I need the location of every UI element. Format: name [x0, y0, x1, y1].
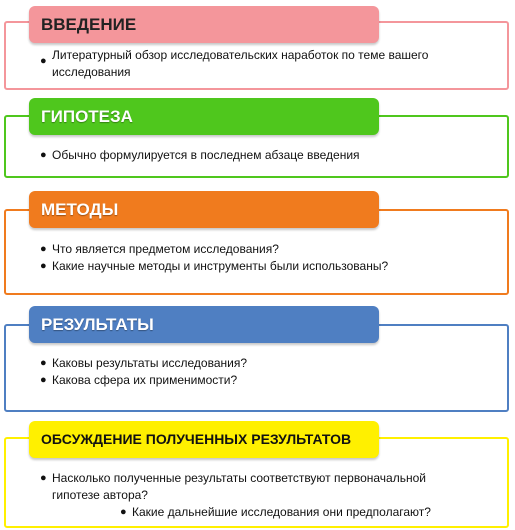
section-discussion-title: ОБСУЖДЕНИЕ ПОЛУЧЕННЫХ РЕЗУЛЬТАТОВ [29, 421, 379, 458]
bullet-icon: ● [40, 260, 47, 272]
section-hypothesis-title: ГИПОТЕЗА [29, 98, 379, 135]
bullet-icon: ● [120, 506, 127, 518]
list-item: ●Обычно формулируется в последнем абзаце… [40, 148, 360, 162]
list-item: ●Что является предметом исследования? [40, 242, 279, 256]
list-item: ●Какие научные методы и инструменты были… [40, 259, 389, 273]
section-introduction-list: ●Литературный обзор исследовательских на… [40, 47, 455, 81]
bullet-icon: ● [40, 243, 47, 255]
bullet-icon: ● [40, 149, 47, 161]
bullet-icon: ● [40, 472, 47, 484]
bullet-icon: ● [40, 357, 47, 369]
section-results-title: РЕЗУЛЬТАТЫ [29, 306, 379, 343]
section-introduction-title: ВВЕДЕНИЕ [29, 6, 379, 43]
list-item: ●Литературный обзор исследовательских на… [40, 48, 429, 79]
section-methods-title: МЕТОДЫ [29, 191, 379, 228]
list-item: ●Какова сфера их применимости? [40, 373, 238, 387]
bullet-icon: ● [40, 374, 47, 386]
bullet-icon: ● [40, 55, 47, 67]
section-results-list: ●Каковы результаты исследования? ●Какова… [40, 355, 507, 389]
section-hypothesis-list: ●Обычно формулируется в последнем абзаце… [40, 147, 507, 164]
section-discussion-list: ●Насколько полученные результаты соответ… [40, 470, 435, 521]
list-item: ●Насколько полученные результаты соответ… [40, 471, 426, 502]
list-item: ●Какие дальнейшие исследования они предп… [120, 505, 431, 519]
section-methods-list: ●Что является предметом исследования? ●К… [40, 241, 507, 275]
list-item: ●Каковы результаты исследования? [40, 356, 247, 370]
